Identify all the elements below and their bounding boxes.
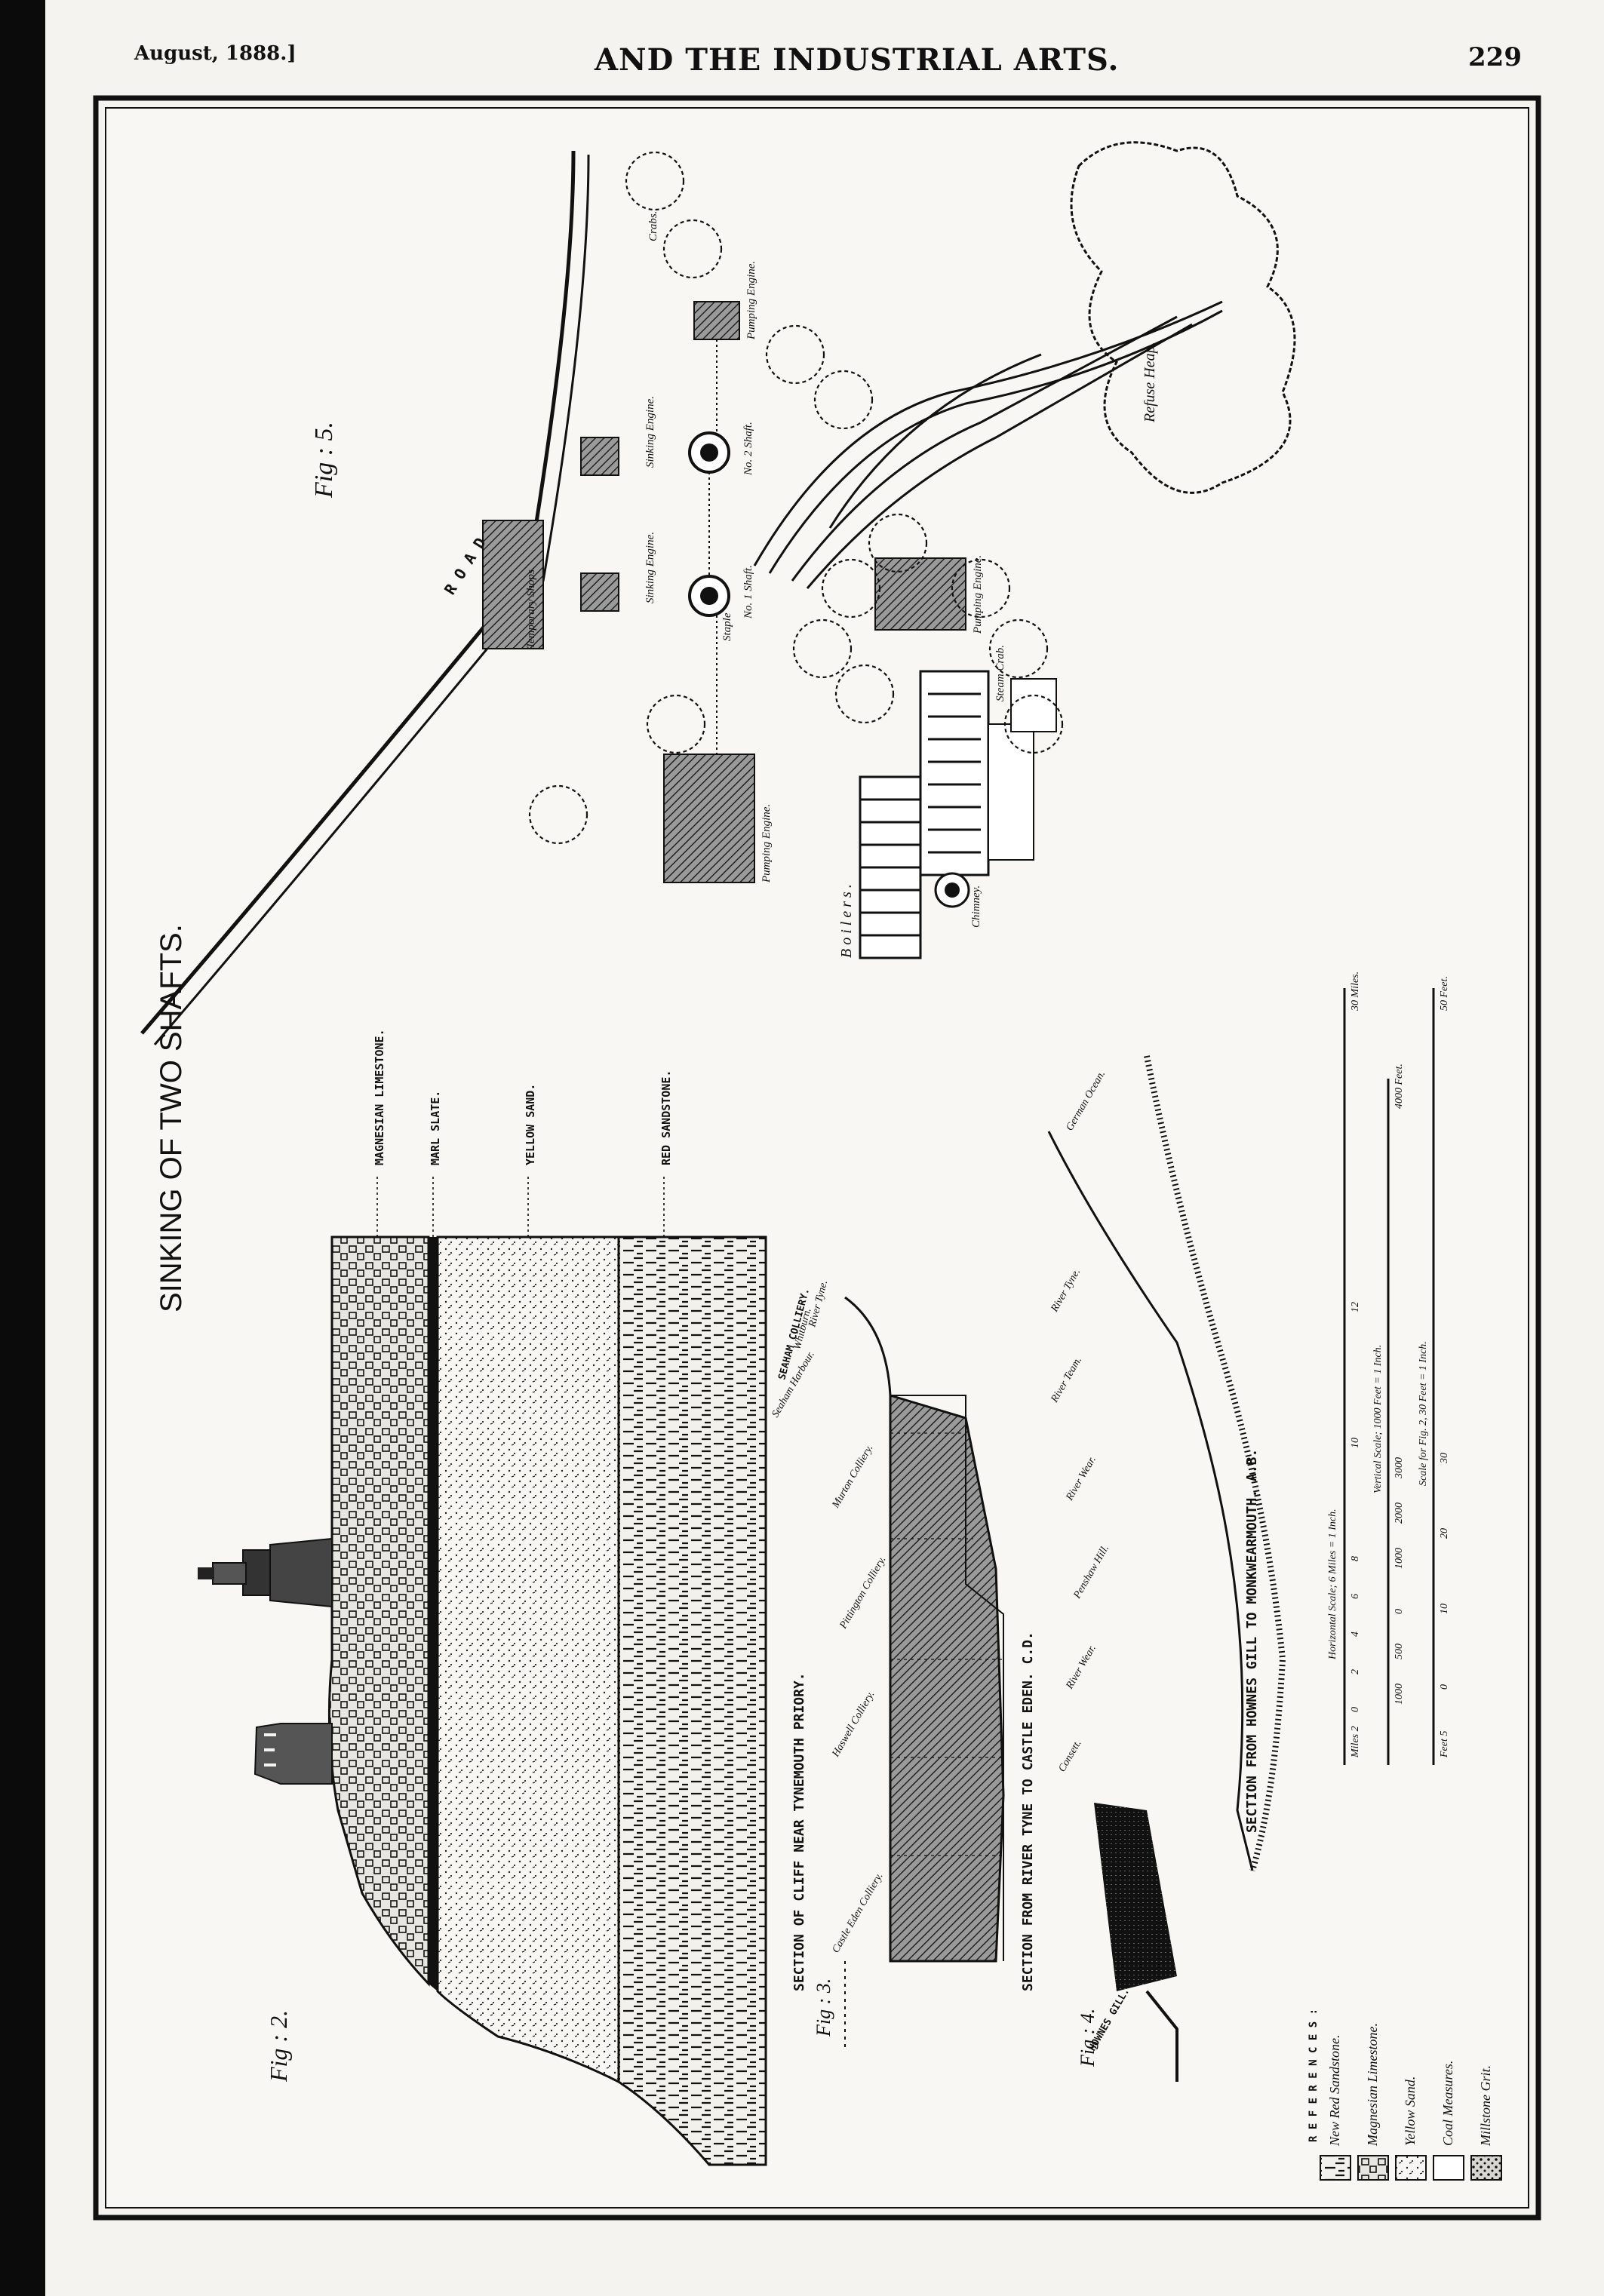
vertical-scale-tick-4: 2000 — [1394, 1503, 1405, 1524]
fig2-yellow-sand-layer — [436, 1235, 620, 2084]
fig4-caption: SECTION FROM HOWNES GILL TO MONKWEARMOUT… — [1244, 1449, 1260, 1833]
fig3-caption: SECTION FROM RIVER TYNE TO CASTLE EDEN. … — [1020, 1631, 1036, 1991]
priory-ruin-icon — [254, 1723, 333, 1785]
fig2-cliff-section — [198, 1177, 767, 2166]
reference-yellow-sand: Yellow Sand. — [1403, 2077, 1418, 2146]
fig5-site-plan — [140, 141, 1296, 1045]
shaft-1-icon — [688, 575, 730, 617]
refuse-heap-outline — [1070, 141, 1296, 494]
fig2-scale-label: Scale for Fig. 2, 30 Feet = 1 Inch. — [1418, 1341, 1429, 1486]
stratum-label-marl-slate: MARL SLATE. — [429, 1091, 442, 1165]
label-chimney: Chimney. — [970, 886, 982, 928]
label-pumping-engine-1: Pumping Engine. — [761, 804, 773, 883]
plate-outer-border — [93, 95, 1541, 2221]
reference-magnesian-limestone: Magnesian Limestone. — [1365, 2023, 1380, 2147]
label-shaft-2: No. 2 Shaft. — [742, 422, 754, 476]
stratum-label-red-sandstone: RED SANDSTONE. — [659, 1070, 673, 1165]
stratum-label-yellow-sand: YELLOW SAND. — [524, 1084, 537, 1165]
label-boilers: B o i l e r s . — [838, 884, 855, 958]
horizontal-scale-end: 30 Miles. — [1350, 972, 1361, 1011]
label-staple: Staple — [721, 612, 733, 641]
label-pumping-engine-3: Pumping Engine. — [745, 261, 757, 340]
fig2-caption: SECTION OF CLIFF NEAR TYNEMOUTH PRIORY. — [791, 1672, 807, 1991]
fig2-scale-end: 50 Feet. — [1439, 976, 1450, 1011]
label-sinking-engine-1: Sinking Engine. — [644, 532, 656, 603]
scale-bars — [1343, 988, 1435, 1765]
horizontal-scale-tick-6: 10 — [1350, 1438, 1361, 1448]
chimney-icon — [934, 872, 970, 908]
fig2-label: Fig : 2. — [265, 2010, 292, 2083]
fig3-label: Fig : 3. — [813, 1978, 834, 2037]
boilers-block — [859, 670, 1057, 959]
label-refuse-heap: Refuse Heap. — [1142, 342, 1158, 423]
vertical-scale-tick-5: 3000 — [1394, 1457, 1405, 1479]
horizontal-scale-label: Horizontal Scale; 6 Miles = 1 Inch. — [1327, 1509, 1338, 1660]
vertical-scale-tick-2: 0 — [1394, 1609, 1405, 1614]
sinking-engine-2-building — [580, 437, 619, 476]
vertical-scale-tick-3: 1000 — [1394, 1548, 1405, 1569]
horizontal-scale-tick-4: 6 — [1350, 1594, 1361, 1599]
plate-title: SINKING OF TWO SHAFTS. — [155, 924, 188, 1312]
references-legend — [1320, 2155, 1502, 2181]
label-shaft-1: No. 1 Shaft. — [742, 565, 754, 619]
fig2-scale-tick-4: 30 — [1439, 1453, 1450, 1464]
label-steam-crab: Steam Crab. — [994, 645, 1006, 701]
legend-swatch-coal-measures — [1433, 2155, 1464, 2181]
pumping-engine-1-building — [663, 754, 755, 883]
sinking-engine-1-building — [580, 572, 619, 612]
vertical-scale-label: Vertical Scale; 1000 Feet = 1 Inch. — [1372, 1345, 1384, 1493]
vertical-scale-end: 4000 Feet. — [1394, 1064, 1405, 1109]
horizontal-scale-tick-0: Miles 2 — [1350, 1726, 1361, 1758]
fig2-magnesian-limestone-layer — [327, 1235, 430, 1987]
fig3-section — [844, 1296, 1005, 2052]
plate-inner-border — [105, 107, 1529, 2209]
horizontal-scale-tick-7: 12 — [1350, 1302, 1361, 1312]
label-sinking-engine-2: Sinking Engine. — [644, 396, 656, 468]
header-running-title: AND THE INDUSTRIAL ARTS. — [595, 42, 1120, 78]
label-pumping-engine-2: Pumping Engine. — [972, 555, 984, 634]
references-heading: R E F E R E N C E S : — [1307, 2009, 1320, 2142]
priory-lighthouse-icon — [198, 1537, 333, 1608]
fig2-scale-tick-1: 0 — [1439, 1684, 1450, 1690]
fig2-scale-tick-3: 20 — [1439, 1528, 1450, 1539]
vertical-scale-tick-1: 500 — [1394, 1644, 1405, 1659]
fig2-scale-tick-0: Feet 5 — [1439, 1731, 1450, 1758]
legend-swatch-yellow-sand — [1395, 2155, 1427, 2181]
tramway-lines — [753, 300, 1223, 589]
fig2-marl-slate-layer — [429, 1237, 438, 1991]
legend-swatch-magnesian-limestone — [1357, 2155, 1389, 2181]
fig2-scale-tick-2: 10 — [1439, 1604, 1450, 1614]
stratum-label-magnesian-limestone: MAGNESIAN LIMESTONE. — [373, 1029, 386, 1165]
shaft-2-icon — [688, 431, 730, 474]
fig5-label: Fig : 5. — [310, 422, 338, 499]
reference-coal-measures: Coal Measures. — [1440, 2061, 1455, 2146]
reference-new-red-sandstone: New Red Sandstone. — [1327, 2035, 1342, 2147]
header-date: August, 1888.] — [134, 42, 297, 65]
label-temporary-shops: Temporary Shops. — [525, 566, 537, 649]
fig4-section — [1047, 1055, 1286, 2082]
pumping-engine-2-building — [874, 557, 966, 631]
crab-circles — [528, 151, 1064, 845]
fig4-label: Fig : 4. — [1077, 2009, 1099, 2067]
temporary-shops-building — [482, 520, 544, 649]
fig4-coal-outcrop — [1094, 1803, 1177, 1991]
page-spine-edge — [0, 0, 45, 2296]
reference-millstone-grit: Millstone Grit. — [1478, 2065, 1493, 2147]
label-crabs: Crabs. — [647, 211, 659, 241]
horizontal-scale-tick-1: 0 — [1350, 1707, 1361, 1712]
legend-swatch-millstone-grit — [1470, 2155, 1502, 2181]
vertical-scale-tick-0: 1000 — [1394, 1684, 1405, 1705]
horizontal-scale-tick-5: 8 — [1350, 1556, 1361, 1561]
page-number: 229 — [1468, 42, 1522, 72]
fig2-red-sandstone-layer — [617, 1235, 767, 2166]
horizontal-scale-tick-3: 4 — [1350, 1631, 1361, 1637]
legend-swatch-new-red-sandstone — [1320, 2155, 1351, 2181]
horizontal-scale-tick-2: 2 — [1350, 1669, 1361, 1674]
pumping-engine-3-building — [693, 301, 740, 340]
